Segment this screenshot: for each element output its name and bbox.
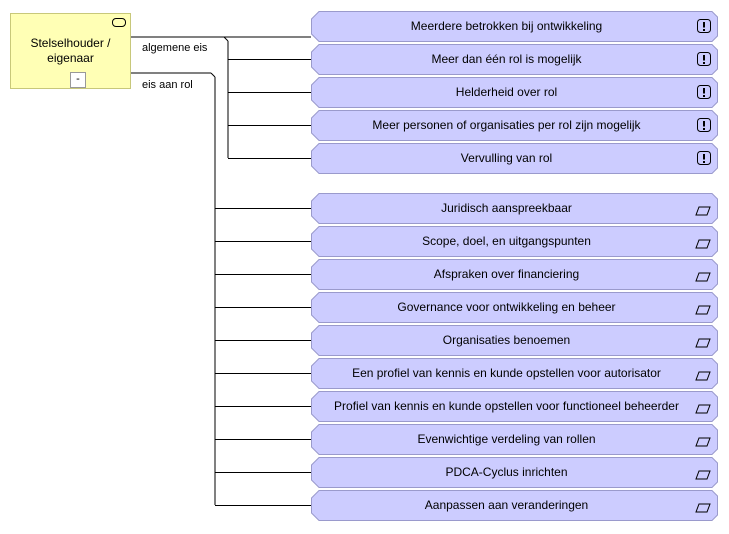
principle-exclamation-icon — [697, 19, 711, 38]
role-title: Stelselhouder / eigenaar — [11, 36, 130, 66]
role-title-line1: Stelselhouder / — [30, 36, 111, 50]
element-label: Vervulling van rol — [460, 151, 553, 165]
requirement-element[interactable]: Juridisch aanspreekbaar — [311, 193, 718, 224]
principle-element[interactable]: Vervulling van rol — [311, 143, 718, 174]
requirement-parallelogram-icon — [695, 434, 711, 452]
element-label: Meerdere betrokken bij ontwikkeling — [410, 19, 603, 33]
principle-element[interactable]: Helderheid over rol — [311, 77, 718, 108]
edge-label-role: eis aan rol — [142, 79, 193, 91]
element-label: Profiel van kennis en kunde opstellen vo… — [334, 399, 679, 413]
requirement-parallelogram-icon — [695, 302, 711, 320]
requirement-parallelogram-icon — [695, 335, 711, 353]
requirement-element[interactable]: Evenwichtige verdeling van rollen — [311, 424, 718, 455]
principle-exclamation-icon — [697, 52, 711, 71]
element-label: Meer dan één rol is mogelijk — [431, 52, 582, 66]
principle-exclamation-icon — [697, 118, 711, 137]
connector-general-corner — [223, 36, 229, 42]
element-label: PDCA-Cyclus inrichten — [445, 465, 568, 479]
role-title-line2: eigenaar — [47, 51, 94, 65]
requirement-element[interactable]: Governance voor ontwikkeling en beheer — [311, 292, 718, 323]
principle-exclamation-icon — [697, 85, 711, 104]
element-label: Organisaties benoemen — [442, 333, 571, 347]
requirement-parallelogram-icon — [695, 368, 711, 386]
business-role-node[interactable]: Stelselhouder / eigenaar - — [10, 13, 131, 89]
element-label: Afspraken over financiering — [433, 267, 580, 281]
principle-element[interactable]: Meerdere betrokken bij ontwikkeling — [311, 11, 718, 42]
requirement-element[interactable]: Profiel van kennis en kunde opstellen vo… — [311, 391, 718, 422]
requirement-element[interactable]: Aanpassen aan veranderingen — [311, 490, 718, 521]
requirement-parallelogram-icon — [695, 269, 711, 287]
element-label: Aanpassen aan veranderingen — [424, 498, 589, 512]
requirement-parallelogram-icon — [695, 236, 711, 254]
requirement-parallelogram-icon — [695, 401, 711, 419]
element-label: Governance voor ontwikkeling en beheer — [397, 300, 616, 314]
element-label: Meer personen of organisaties per rol zi… — [372, 118, 641, 132]
principle-element[interactable]: Meer personen of organisaties per rol zi… — [311, 110, 718, 141]
edge-label-general: algemene eis — [142, 42, 208, 54]
connector-role-corner — [210, 72, 216, 78]
element-label: Scope, doel, en uitgangspunten — [422, 234, 591, 248]
principle-exclamation-icon — [697, 151, 711, 170]
requirement-element[interactable]: Scope, doel, en uitgangspunten — [311, 226, 718, 257]
element-label: Helderheid over rol — [455, 85, 558, 99]
element-label: Een profiel van kennis en kunde opstelle… — [352, 366, 661, 380]
element-label: Evenwichtige verdeling van rollen — [417, 432, 596, 446]
requirement-element[interactable]: Een profiel van kennis en kunde opstelle… — [311, 358, 718, 389]
business-role-icon — [112, 18, 126, 27]
requirement-parallelogram-icon — [695, 500, 711, 518]
element-label: Juridisch aanspreekbaar — [441, 201, 572, 215]
requirement-element[interactable]: PDCA-Cyclus inrichten — [311, 457, 718, 488]
collapse-toggle-button[interactable]: - — [70, 72, 86, 88]
requirement-parallelogram-icon — [695, 203, 711, 221]
principle-element[interactable]: Meer dan één rol is mogelijk — [311, 44, 718, 75]
requirement-element[interactable]: Afspraken over financiering — [311, 259, 718, 290]
requirement-element[interactable]: Organisaties benoemen — [311, 325, 718, 356]
requirement-parallelogram-icon — [695, 467, 711, 485]
